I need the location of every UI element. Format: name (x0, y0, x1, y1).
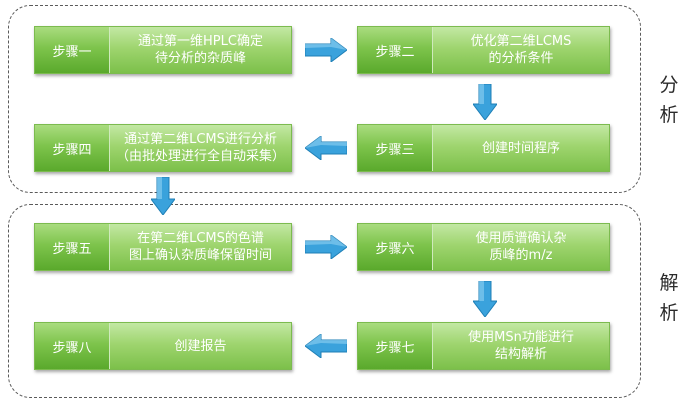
step-2-box: 步骤二 优化第二维LCMS 的分析条件 (357, 26, 610, 74)
arrow-down-icon (473, 84, 497, 120)
step-7-box: 步骤七 使用MSn功能进行 结构解析 (357, 322, 610, 370)
analysis-group-label: 分析 (659, 74, 679, 126)
step-4-tag: 步骤四 (35, 125, 110, 171)
step-4-text: 通过第二维LCMS进行分析 （由批处理进行全自动采集） (110, 125, 291, 171)
step-2-tag: 步骤二 (358, 27, 433, 73)
arrow-right-icon (305, 38, 347, 62)
parsing-group (8, 204, 641, 398)
step-6-box: 步骤六 使用质谱确认杂 质峰的m/z (357, 223, 610, 271)
step-7-text: 使用MSn功能进行 结构解析 (433, 323, 609, 369)
step-8-text: 创建报告 (110, 323, 291, 369)
step-3-tag: 步骤三 (358, 125, 433, 171)
step-7-tag: 步骤七 (358, 323, 433, 369)
step-5-tag: 步骤五 (35, 224, 110, 270)
arrow-left-icon (305, 334, 347, 358)
step-5-box: 步骤五 在第二维LCMS的色谱 图上确认杂质峰保留时间 (34, 223, 292, 271)
step-2-text: 优化第二维LCMS 的分析条件 (433, 27, 609, 73)
step-1-text: 通过第一维HPLC确定 待分析的杂质峰 (110, 27, 291, 73)
arrow-right-icon (305, 235, 347, 259)
step-5-text: 在第二维LCMS的色谱 图上确认杂质峰保留时间 (110, 224, 291, 270)
step-4-box: 步骤四 通过第二维LCMS进行分析 （由批处理进行全自动采集） (34, 124, 292, 172)
step-1-box: 步骤一 通过第一维HPLC确定 待分析的杂质峰 (34, 26, 292, 74)
arrow-down-icon (151, 177, 175, 215)
step-3-box: 步骤三 创建时间程序 (357, 124, 610, 172)
step-3-text: 创建时间程序 (433, 125, 609, 171)
step-8-tag: 步骤八 (35, 323, 110, 369)
parsing-group-label: 解析 (659, 272, 679, 324)
arrow-left-icon (305, 136, 347, 160)
step-6-text: 使用质谱确认杂 质峰的m/z (433, 224, 609, 270)
step-8-box: 步骤八 创建报告 (34, 322, 292, 370)
analysis-group (8, 5, 641, 193)
step-6-tag: 步骤六 (358, 224, 433, 270)
step-1-tag: 步骤一 (35, 27, 110, 73)
arrow-down-icon (473, 281, 497, 317)
